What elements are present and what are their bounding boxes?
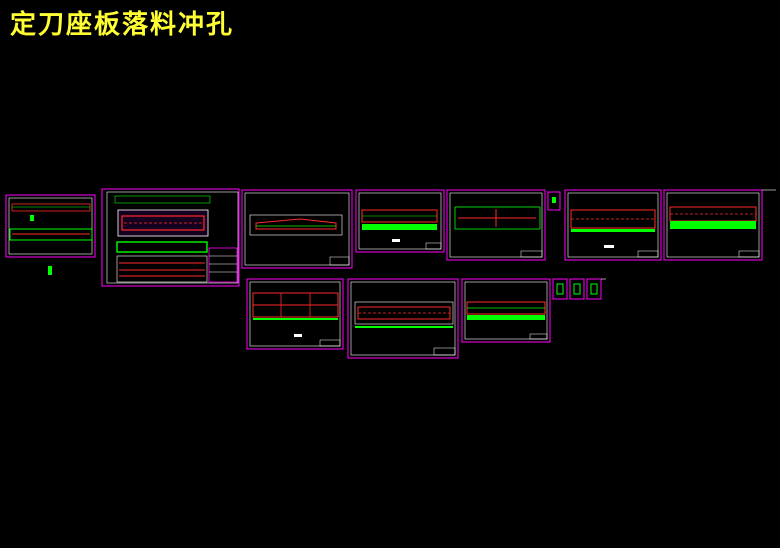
drawing-sheet[interactable] [347,278,459,359]
block-marker [48,266,52,275]
drawing-sheet[interactable] [241,189,353,269]
drawing-sheet[interactable] [564,189,662,261]
drawing-sheet[interactable] [547,191,561,211]
drawing-sheet[interactable] [246,278,344,350]
drawing-sheet[interactable] [663,189,763,261]
drawing-sheet[interactable] [446,189,546,261]
drawing-sheet[interactable] [586,278,602,300]
drawing-sheet[interactable] [552,278,568,300]
drawing-title: 定刀座板落料冲孔 [10,10,235,40]
drawing-sheet[interactable] [101,188,240,287]
drawing-sheet[interactable] [5,194,96,275]
drawing-sheet[interactable] [355,189,445,253]
drawing-sheet[interactable] [461,278,551,343]
drawing-sheet[interactable] [569,278,585,300]
